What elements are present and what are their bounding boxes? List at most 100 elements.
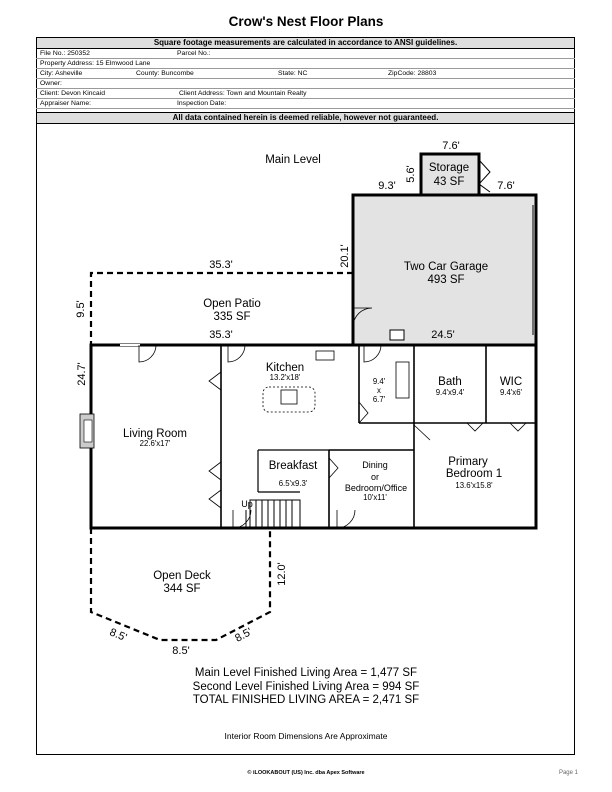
wic-door-icon	[509, 422, 527, 432]
dim-storage-top: 7.6'	[442, 140, 459, 152]
kitchen-dims: 13.2'x18'	[270, 373, 301, 382]
primary-name-line2: Bedroom 1	[446, 468, 502, 480]
property-address: Property Address: 15 Elmwood Lane	[40, 60, 151, 67]
deck-area: 344 SF	[163, 583, 200, 595]
inspection-date: Inspection Date:	[177, 100, 227, 107]
staircase	[249, 499, 301, 529]
client-address: Client Address: Town and Mountain Realty	[179, 90, 307, 97]
storage-fill	[421, 154, 479, 194]
closet-dim-line3: 6.7'	[373, 395, 386, 404]
living-room-name: Living Room	[123, 428, 187, 440]
info-row-1: File No.: 250352 Parcel No.:	[36, 49, 575, 59]
dim-deck-right: 12.0'	[276, 562, 288, 586]
bedroom-door-icon	[413, 424, 431, 441]
dim-house-left: 24.7'	[76, 362, 88, 386]
deck-outline	[89, 528, 272, 642]
page-number: Page 1	[558, 770, 578, 776]
deck-name: Open Deck	[153, 570, 211, 582]
main-level-area: Main Level Finished Living Area = 1,477 …	[194, 667, 418, 679]
bath-name: Bath	[438, 376, 462, 388]
kitchen-name: Kitchen	[266, 362, 304, 374]
wic-name: WIC	[500, 376, 522, 388]
dim-garage-left: 20.1'	[339, 244, 351, 268]
garage-name: Two Car Garage	[404, 261, 488, 273]
closet-door-icon	[363, 344, 382, 363]
info-row-2: Property Address: 15 Elmwood Lane	[36, 59, 575, 69]
living-closet-door-icon	[208, 371, 222, 391]
dining-name-line1: Dining	[362, 460, 388, 470]
stairs-label: Up	[241, 499, 253, 509]
patio-name: Open Patio	[203, 298, 261, 310]
closet-dim-line1: 9.4'	[373, 377, 386, 386]
owner: Owner:	[40, 80, 62, 87]
zip-code: ZipCode: 28803	[388, 70, 437, 77]
dining-name-line3: Bedroom/Office	[345, 483, 407, 493]
closet-dim-line2: x	[377, 386, 381, 395]
dim-garage-bottom: 24.5'	[431, 329, 455, 341]
storage-area: 43 SF	[434, 176, 465, 188]
dim-patio-left: 9.5'	[75, 300, 87, 317]
storage-name: Storage	[429, 162, 469, 174]
footer-copyright: © iLOOKABOUT (US) Inc. dba Apex Software	[247, 770, 365, 776]
patio-outline	[89, 271, 353, 345]
fireplace-opening	[83, 419, 93, 443]
dining-dims: 10'x11'	[363, 493, 387, 502]
dim-deck-left-angle: 8.5'	[108, 626, 129, 644]
kitchen-island	[262, 386, 316, 413]
garage-entry-door	[352, 307, 373, 328]
storage-door-icon	[478, 159, 491, 193]
info-row-4: Owner:	[36, 79, 575, 89]
dining-exit-door-icon	[336, 509, 356, 529]
wic-dims: 9.4'x6'	[500, 388, 523, 397]
front-door-icon	[138, 344, 157, 363]
dim-deck-bottom: 8.5'	[172, 645, 189, 657]
breakfast-name: Breakfast	[269, 460, 318, 472]
garage-fill	[353, 195, 536, 345]
county: County: Buncombe	[136, 70, 194, 77]
parcel-number: Parcel No.:	[177, 50, 211, 57]
living-lower-door-icon	[208, 489, 222, 509]
kitchen-door-icon	[227, 344, 246, 363]
patio-area: 335 SF	[213, 311, 250, 323]
sink-icon	[315, 350, 335, 361]
dim-deck-right-angle: 8.5'	[233, 626, 254, 645]
client: Client: Devon Kincaid	[40, 90, 105, 97]
vanity-icon	[395, 361, 410, 399]
info-row-3: City: Asheville County: Buncombe State: …	[36, 69, 575, 79]
rear-door-icon	[232, 509, 252, 529]
state: State: NC	[278, 70, 308, 77]
ansi-banner: Square footage measurements are calculat…	[36, 37, 575, 49]
file-number: File No.: 250352	[40, 50, 90, 57]
info-row-5: Client: Devon Kincaid Client Address: To…	[36, 89, 575, 99]
total-living-area: TOTAL FINISHED LIVING AREA = 2,471 SF	[192, 694, 420, 706]
dim-storage-right: 7.6'	[497, 180, 514, 192]
bath-door-icon	[466, 422, 484, 432]
city: City: Asheville	[40, 70, 83, 77]
primary-name-line1: Primary	[448, 456, 488, 468]
breakfast-dims: 6.5'x9.3'	[279, 479, 308, 488]
dim-house-top: 35.3'	[209, 329, 233, 341]
dining-door-icon	[328, 457, 339, 479]
bath-dims: 9.4'x9.4'	[436, 388, 465, 397]
dining-name-line2: or	[371, 472, 379, 482]
garage-area: 493 SF	[427, 274, 464, 286]
dimensions-note: Interior Room Dimensions Are Approximate	[224, 731, 388, 741]
primary-dims: 13.6'x15.8'	[455, 481, 493, 490]
living-room-dims: 22.6'x17'	[140, 439, 171, 448]
document-title: Crow's Nest Floor Plans	[228, 14, 384, 29]
dim-storage-side: 5.6'	[405, 165, 417, 182]
level-label: Main Level	[265, 154, 321, 166]
cooktop-icon	[280, 389, 298, 405]
dim-garage-top-left: 9.3'	[378, 180, 395, 192]
disclaimer-banner: All data contained herein is deemed reli…	[36, 112, 575, 124]
appraiser-name: Appraiser Name:	[40, 100, 91, 107]
water-heater-icon	[389, 329, 405, 341]
info-row-6: Appraiser Name: Inspection Date:	[36, 99, 575, 109]
garage-wall	[351, 193, 538, 345]
pantry-door-icon	[358, 401, 369, 424]
storage-wall	[419, 152, 481, 195]
dim-patio-top: 35.3'	[209, 259, 233, 271]
living-side-door-icon	[208, 461, 222, 481]
second-level-area: Second Level Finished Living Area = 994 …	[192, 681, 420, 693]
